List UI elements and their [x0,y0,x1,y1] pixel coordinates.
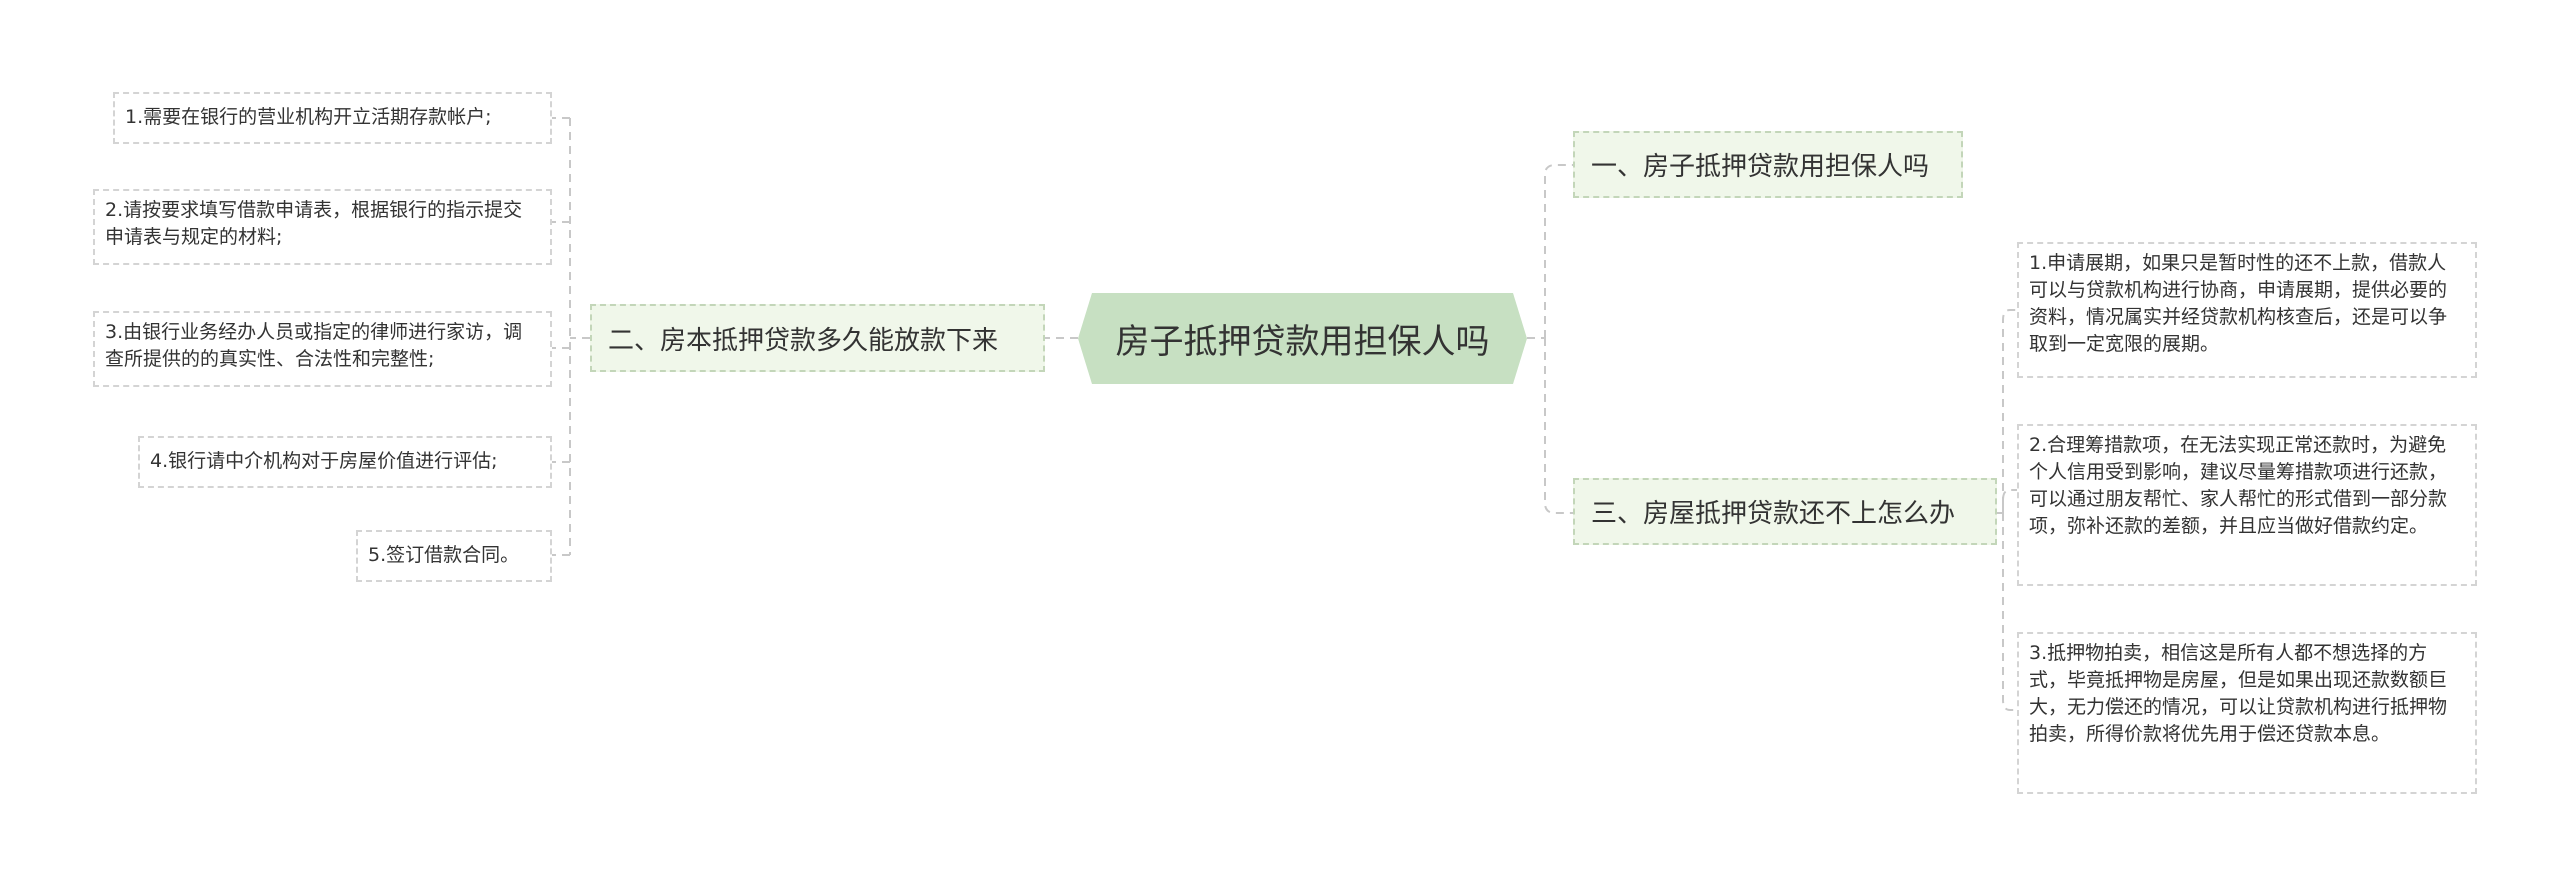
branch-right-3-label: 三、房屋抵押贷款还不上怎么办 [1591,499,1956,529]
central-topic[interactable]: 房子抵押贷款用担保人吗 [1078,293,1527,384]
branch-right-1-label: 一、房子抵押贷款用担保人吗 [1591,152,1930,182]
branch-left-2-label: 二、房本抵押贷款多久能放款下来 [608,325,999,356]
leaf-right-3-3-text: 3.抵押物拍卖，相信这是所有人都不想选择的方式，毕竟抵押物是房屋，但是如果出现还… [2029,642,2448,745]
leaf-right-3-1[interactable]: 1.申请展期，如果只是暂时性的还不上款，借款人可以与贷款机构进行协商，申请展期，… [2017,242,2477,378]
leaf-left-2-5[interactable]: 5.签订借款合同。 [356,530,552,582]
leaf-left-2-3[interactable]: 3.由银行业务经办人员或指定的律师进行家访，调查所提供的的真实性、合法性和完整性… [93,311,552,387]
leaf-right-3-1-text: 1.申请展期，如果只是暂时性的还不上款，借款人可以与贷款机构进行协商，申请展期，… [2029,252,2448,355]
leaf-left-2-5-text: 5.签订借款合同。 [368,544,520,566]
branch-left-2[interactable]: 二、房本抵押贷款多久能放款下来 [590,304,1045,372]
leaf-left-2-3-text: 3.由银行业务经办人员或指定的律师进行家访，调查所提供的的真实性、合法性和完整性… [105,321,523,370]
leaf-left-2-1-text: 1.需要在银行的营业机构开立活期存款帐户; [125,106,492,128]
branch-right-3[interactable]: 三、房屋抵押贷款还不上怎么办 [1573,478,1997,545]
leaf-right-3-3[interactable]: 3.抵押物拍卖，相信这是所有人都不想选择的方式，毕竟抵押物是房屋，但是如果出现还… [2017,632,2477,794]
leaf-left-2-1[interactable]: 1.需要在银行的营业机构开立活期存款帐户; [113,92,552,144]
leaf-left-2-4[interactable]: 4.银行请中介机构对于房屋价值进行评估; [138,436,552,488]
leaf-left-2-4-text: 4.银行请中介机构对于房屋价值进行评估; [150,450,498,472]
connector-left-trunk [552,117,590,556]
leaf-left-2-2[interactable]: 2.请按要求填写借款申请表，根据银行的指示提交申请表与规定的材料; [93,189,552,265]
connector-branch3-trunk [1997,309,2017,711]
central-topic-label: 房子抵押贷款用担保人吗 [1115,322,1490,362]
leaf-right-3-2[interactable]: 2.合理筹措款项，在无法实现正常还款时，为避免个人信用受到影响，建议尽量筹措款项… [2017,424,2477,586]
branch-right-1[interactable]: 一、房子抵押贷款用担保人吗 [1573,131,1963,198]
connector-right-trunk [1544,164,1573,514]
leaf-left-2-2-text: 2.请按要求填写借款申请表，根据银行的指示提交申请表与规定的材料; [105,199,523,248]
leaf-right-3-2-text: 2.合理筹措款项，在无法实现正常还款时，为避免个人信用受到影响，建议尽量筹措款项… [2029,434,2448,537]
